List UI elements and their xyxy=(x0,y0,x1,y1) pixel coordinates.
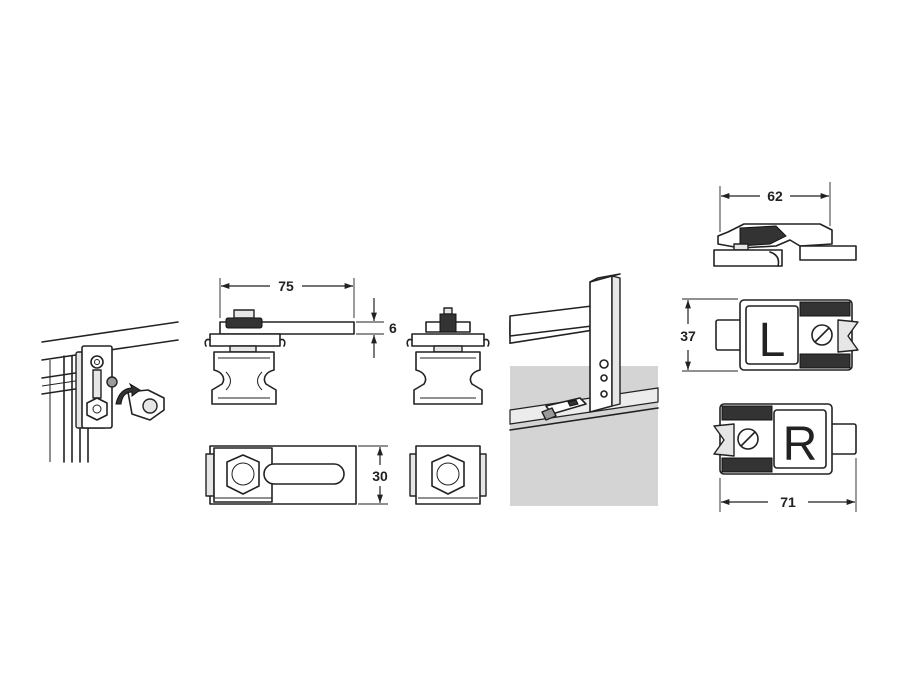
slot xyxy=(263,463,345,485)
label-r: R xyxy=(783,418,818,471)
label-plate-r xyxy=(773,409,827,469)
part-left-view: 37 L xyxy=(680,298,859,372)
hex-bolt-top-small xyxy=(431,454,465,495)
hex-bolt xyxy=(86,397,108,421)
bolt-head xyxy=(225,317,263,329)
part-right-view: R 71 xyxy=(713,403,857,512)
dimension-30: 30 xyxy=(372,468,388,484)
part-side-view: 62 xyxy=(713,182,857,267)
spring-clamp xyxy=(211,351,277,405)
dimension-71: 71 xyxy=(780,494,796,510)
adjustment-screw xyxy=(106,376,118,388)
rotate-arrow-icon xyxy=(115,382,141,405)
top-view-bracket: 30 xyxy=(205,445,388,505)
top-view-bracket-small xyxy=(409,445,487,505)
installed-view xyxy=(509,273,659,506)
dimension-6: 6 xyxy=(389,320,397,336)
hex-bolt-top xyxy=(226,454,260,495)
glass-panel xyxy=(510,366,658,506)
spring-clamp-front xyxy=(413,351,483,405)
dimension-62: 62 xyxy=(767,188,783,204)
label-plate-l xyxy=(745,305,799,365)
dimension-37: 37 xyxy=(680,328,696,344)
side-view-bracket: 75 6 xyxy=(204,278,397,405)
front-view-bracket xyxy=(406,307,490,405)
label-l: L xyxy=(759,314,786,367)
vertical-post xyxy=(589,275,613,413)
frame-rail-edge xyxy=(41,321,179,343)
dimension-75: 75 xyxy=(278,278,294,294)
installation-detail-view xyxy=(41,321,179,463)
